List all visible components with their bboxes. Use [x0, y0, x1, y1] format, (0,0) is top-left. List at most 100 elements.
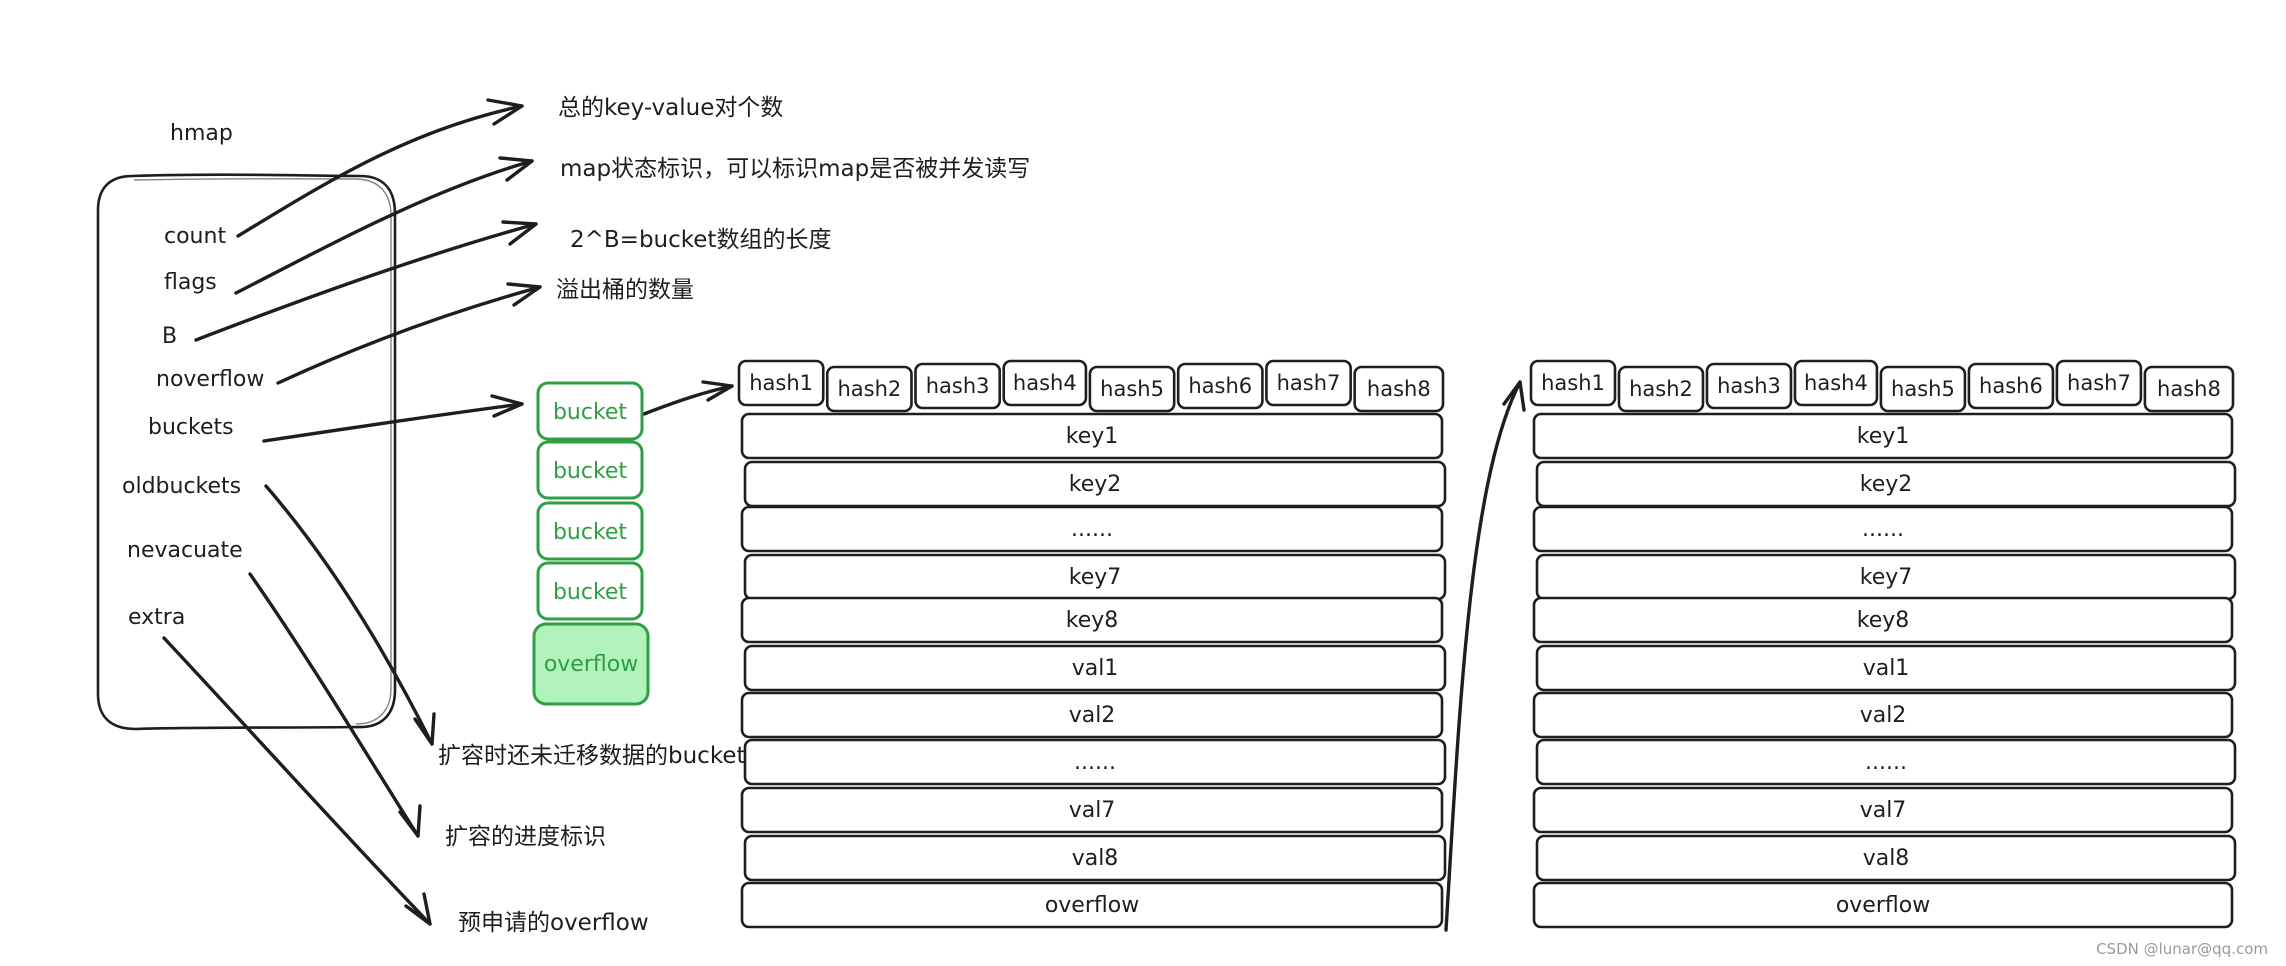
tophash-cell: hash4	[1002, 359, 1088, 407]
tophash-cell: hash7	[2055, 359, 2143, 407]
slot-row: key1	[740, 412, 1444, 460]
slot-label: key7	[1860, 565, 1913, 590]
bucket-cell: bucket	[536, 561, 644, 621]
slot-row: ......	[743, 738, 1447, 786]
arrow-flags-note	[234, 156, 534, 295]
bucket-overflow-cell: overflow	[532, 622, 650, 706]
slot-label: ......	[1865, 750, 1907, 775]
bucket-label: bucket	[553, 520, 627, 545]
tophash-label: hash7	[2067, 371, 2131, 395]
arrow-count-note	[236, 98, 524, 238]
arrow-noverflow-note	[276, 282, 542, 385]
tophash-cell: hash2	[825, 365, 913, 413]
note-flags: map状态标识，可以标识map是否被并发读写	[560, 156, 1030, 182]
tophash-label: hash2	[837, 377, 901, 401]
slot-row: val8	[1535, 834, 2237, 882]
slot-row: val8	[743, 834, 1447, 882]
slot-row: key2	[743, 460, 1447, 508]
slot-label: val1	[1863, 656, 1910, 681]
arrow-extra-note	[162, 636, 432, 926]
tophash-cell: hash6	[1967, 362, 2055, 410]
slot-row: ......	[1535, 738, 2237, 786]
bucket-label: bucket	[553, 580, 627, 605]
tophash-cell: hash3	[914, 362, 1002, 410]
note-b: 2^B=bucket数组的长度	[570, 227, 831, 253]
slot-label: key2	[1069, 472, 1122, 497]
bucket-overflow-label: overflow	[544, 652, 638, 677]
slot-row: val7	[740, 786, 1444, 834]
slot-row: key8	[740, 596, 1444, 644]
bucket-cell: bucket	[536, 381, 644, 441]
tophash-label: hash6	[1979, 374, 2043, 398]
tophash-label: hash3	[1717, 374, 1781, 398]
slot-row: overflow	[1532, 881, 2234, 929]
field-noverflow: noverflow	[156, 367, 264, 392]
slot-label: ......	[1071, 517, 1113, 542]
note-noverflow: 溢出桶的数量	[556, 277, 694, 303]
bmap-table-2: hash1 hash2 hash3 hash4 hash5 hash6 hash7 hash8…	[1529, 359, 2237, 929]
slot-row: key7	[1535, 553, 2237, 601]
tophash-label: hash5	[1891, 377, 1955, 401]
tophash-label: hash1	[1541, 371, 1605, 395]
tophash-cell: hash5	[1879, 365, 1967, 413]
hmap-title: hmap	[170, 121, 233, 146]
field-count: count	[164, 224, 226, 249]
slot-row: ......	[1532, 505, 2234, 553]
field-buckets: buckets	[148, 415, 234, 440]
tophash-cell: hash1	[1529, 359, 1617, 407]
slot-label: overflow	[1836, 893, 1930, 918]
note-count: 总的key-value对个数	[558, 95, 783, 121]
tophash-label: hash6	[1188, 374, 1252, 398]
tophash-label: hash3	[926, 374, 990, 398]
slot-label: val7	[1860, 798, 1907, 823]
arrow-nevacuate-note	[248, 572, 422, 838]
arrows	[162, 98, 1526, 932]
tophash-row: hash1 hash2 hash3 hash4 hash5 hash6 hash7 hash8	[1529, 359, 2235, 413]
hmap-box	[96, 173, 397, 731]
slot-row: ......	[740, 505, 1444, 553]
slot-row: key1	[1532, 412, 2234, 460]
slot-label: key1	[1066, 424, 1119, 449]
arrow-bucket-bmap	[642, 380, 734, 416]
tophash-cell: hash1	[737, 359, 825, 407]
bucket-cell: bucket	[536, 501, 644, 561]
slot-row: key8	[1532, 596, 2234, 644]
note-extra: 预申请的overflow	[458, 910, 649, 936]
slot-row: val2	[740, 691, 1444, 739]
slot-label: key7	[1069, 565, 1122, 590]
slot-label: key2	[1860, 472, 1913, 497]
arrow-b-note	[194, 220, 538, 342]
slot-label: ......	[1862, 517, 1904, 542]
tophash-label: hash1	[749, 371, 813, 395]
tophash-cell: hash8	[2143, 365, 2235, 413]
watermark: CSDN @lunar@qq.com	[2096, 940, 2268, 958]
slot-label: val8	[1863, 846, 1910, 871]
slot-label: val2	[1069, 703, 1116, 728]
bucket-cell: bucket	[536, 440, 644, 500]
slot-row: val1	[1535, 644, 2237, 692]
slot-rows: key1 key2...... key7 key8 val1 val2...... val7…	[1532, 412, 2237, 929]
arrow-oldbuckets-note	[264, 484, 436, 746]
tophash-cell: hash4	[1793, 359, 1879, 407]
note-nevacuate: 扩容的进度标识	[445, 824, 606, 850]
slot-label: val2	[1860, 703, 1907, 728]
tophash-cell: hash3	[1705, 362, 1793, 410]
slot-row: key7	[743, 553, 1447, 601]
slot-label: key8	[1857, 608, 1910, 633]
field-b: B	[162, 324, 177, 349]
slot-label: key1	[1857, 424, 1910, 449]
tophash-label: hash2	[1629, 377, 1693, 401]
slot-row: overflow	[740, 881, 1444, 929]
tophash-label: hash8	[2157, 377, 2221, 401]
tophash-label: hash4	[1013, 371, 1077, 395]
arrow-buckets-bucket	[262, 394, 524, 443]
slot-row: val2	[1532, 691, 2234, 739]
arrow-overflow-next-bmap	[1444, 380, 1526, 932]
tophash-cell: hash6	[1176, 362, 1264, 410]
tophash-cell: hash7	[1265, 359, 1352, 407]
field-flags: flags	[164, 270, 217, 295]
